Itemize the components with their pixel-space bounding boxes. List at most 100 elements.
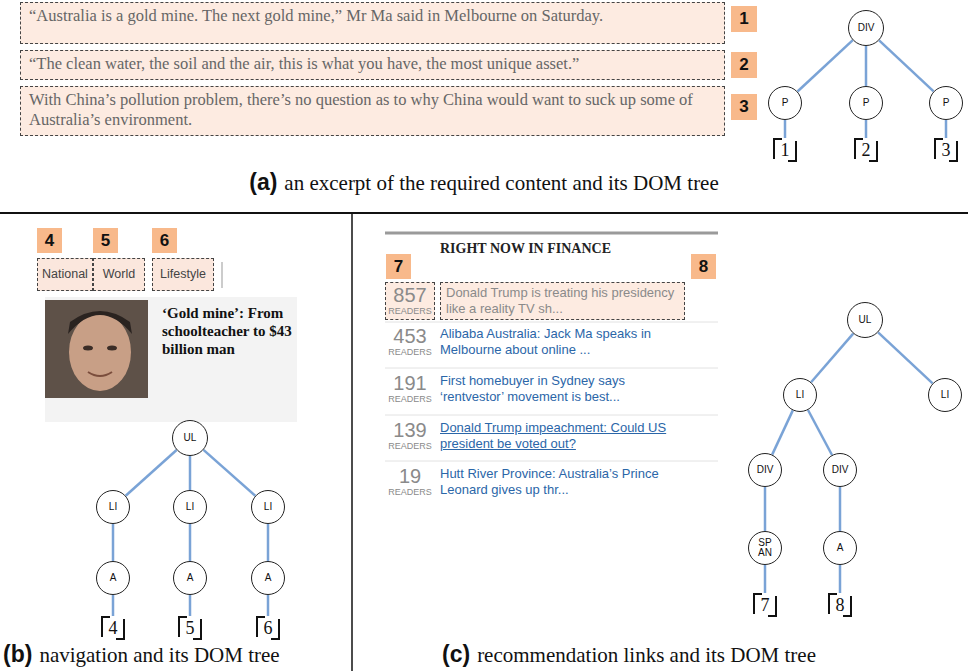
- tree-edge: [189, 456, 192, 490]
- subfigure-letter: (b): [3, 640, 32, 668]
- dom-node-circle: A: [96, 561, 130, 595]
- tree-edge: [865, 120, 868, 138]
- tag-name: LI: [264, 502, 272, 512]
- dom-node-circle: LI: [928, 378, 962, 412]
- recommendation-link: Alibaba Australia: Jack Ma speaks in Mel…: [440, 326, 690, 358]
- tree-edge: [126, 450, 177, 496]
- reader-caption: READERS: [386, 441, 434, 452]
- dom-leaf: 5: [178, 616, 202, 640]
- recommendation-link: Donald Trump impeachment: Could US presi…: [440, 420, 690, 452]
- tree-edge: [764, 487, 767, 531]
- callout-text: 4: [45, 231, 54, 250]
- tab-separator: [221, 262, 223, 288]
- tag-name: A: [110, 573, 117, 583]
- tag-name: DIV: [858, 23, 875, 33]
- dom-node-circle: DIV: [848, 10, 884, 46]
- tree-edge: [811, 334, 853, 383]
- dom-node-circle: A: [173, 561, 207, 595]
- dom-node-circle: LI: [783, 378, 817, 412]
- tag-name: A: [187, 573, 194, 583]
- tree-edge: [189, 595, 192, 616]
- content-block: “Australia is a gold mine. The next gold…: [20, 2, 725, 44]
- callout-text: 7: [394, 257, 403, 276]
- tag-name: SPAN: [757, 538, 773, 558]
- dom-node-circle: A: [823, 531, 857, 565]
- callout-number: 2: [731, 52, 757, 78]
- photo: [45, 300, 148, 398]
- reader-count-box: 857READERS: [385, 282, 435, 320]
- nav-tab: National: [37, 258, 93, 291]
- dom-node-circle: P: [929, 86, 963, 120]
- tag-name: P: [782, 98, 789, 108]
- callout-text: 2: [739, 55, 748, 74]
- tree-edge: [798, 40, 853, 91]
- dom-node-circle: UL: [172, 420, 208, 456]
- reader-caption: READERS: [386, 394, 434, 405]
- leaf-number: 5: [186, 618, 195, 638]
- tag-name: LI: [109, 502, 117, 512]
- tree-edge: [865, 46, 868, 86]
- photo-hair: [68, 311, 132, 334]
- row-separator: [385, 368, 718, 369]
- content-block: With China’s pollution problem, there’s …: [20, 86, 725, 136]
- callout-text: 5: [101, 231, 110, 250]
- headline-text: ‘Gold mine’: From schoolteacher to $43 b…: [162, 304, 294, 358]
- content-block: “The clean water, the soil and the air, …: [20, 50, 725, 80]
- row-separator: [385, 322, 718, 323]
- link-box: Donald Trump is treating his presidency …: [440, 282, 685, 320]
- callout-number: 1: [731, 6, 757, 32]
- leaf-number: 3: [942, 140, 951, 160]
- dom-node-circle: DIV: [748, 453, 782, 487]
- figure-caption: (b)navigation and its DOM tree: [3, 640, 280, 669]
- callout-number: 7: [386, 254, 411, 279]
- row-separator: [385, 415, 718, 416]
- recommendation-link: Hutt River Province: Australia’s Prince …: [440, 466, 690, 498]
- tag-name: UL: [184, 433, 197, 443]
- tree-edge: [945, 120, 948, 138]
- divider-line: [0, 212, 968, 214]
- section-rule: [385, 232, 718, 235]
- callout-text: 1: [739, 9, 748, 28]
- section-heading: RIGHT NOW IN FINANCE: [440, 240, 690, 258]
- tag-name: DIV: [757, 465, 774, 475]
- leaf-number: 1: [781, 140, 790, 160]
- reader-caption: READERS: [386, 347, 434, 358]
- article-panel: [45, 297, 297, 422]
- subfigure-letter: (a): [249, 168, 277, 196]
- tree-edge: [879, 40, 934, 91]
- caption-text: an excerpt of the required content and i…: [284, 169, 718, 197]
- callout-text: 8: [699, 257, 708, 276]
- leaf-number: 8: [836, 595, 845, 615]
- dom-node-circle: LI: [173, 490, 207, 524]
- dom-node-circle: LI: [251, 490, 285, 524]
- tag-name: P: [943, 98, 950, 108]
- leaf-number: 7: [761, 595, 770, 615]
- tree-edge: [878, 332, 933, 383]
- caption-text: navigation and its DOM tree: [39, 641, 279, 669]
- nav-tab: Lifestyle: [152, 258, 214, 291]
- tree-edge: [772, 410, 793, 454]
- tag-name: LI: [941, 390, 949, 400]
- tab-text: Lifestyle: [160, 267, 206, 281]
- photo-face: [69, 313, 131, 391]
- caption-text: recommendation links and its DOM tree: [477, 641, 816, 669]
- callout-number: 5: [93, 228, 118, 253]
- tag-name: LI: [796, 390, 804, 400]
- dom-node-circle: P: [849, 86, 883, 120]
- dom-node-circle: A: [251, 561, 285, 595]
- dom-leaf: 8: [828, 593, 852, 617]
- reader-count: 19: [386, 465, 434, 487]
- dom-leaf: 1: [773, 138, 797, 162]
- dom-leaf: 7: [753, 593, 777, 617]
- nav-tab: World: [93, 258, 145, 291]
- paragraph-text: “Australia is a gold mine. The next gold…: [29, 6, 716, 26]
- row-separator: [385, 461, 718, 462]
- dom-node-circle: P: [768, 86, 802, 120]
- dom-leaf: 4: [101, 616, 125, 640]
- dom-node-circle: DIV: [823, 453, 857, 487]
- tree-edge: [764, 565, 767, 593]
- dom-leaf: 3: [934, 138, 958, 162]
- leaf-number: 2: [862, 140, 871, 160]
- dom-leaf: 6: [256, 616, 280, 640]
- reader-caption: READERS: [386, 487, 434, 498]
